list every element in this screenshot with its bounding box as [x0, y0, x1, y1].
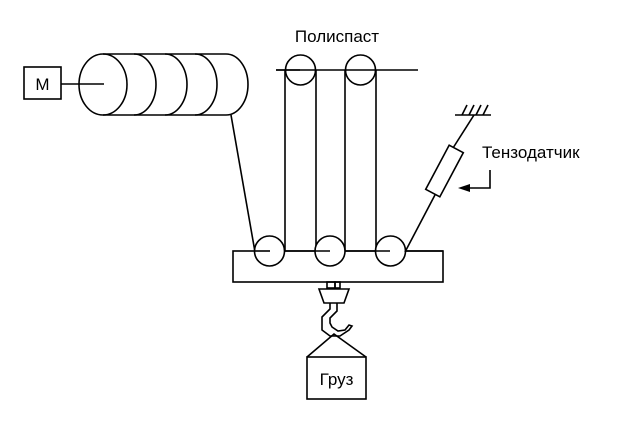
hook-mount: [326, 281, 336, 289]
bottom-pulleys: [253, 235, 443, 267]
drum-rope-turn: [133, 53, 157, 116]
motor-label: М: [35, 75, 49, 94]
drum-right-cap: [225, 53, 249, 116]
rope-to-anchor: [452, 114, 475, 149]
arrow-icon: [458, 184, 470, 192]
drum-rope-turn: [164, 53, 188, 116]
top-pulleys: [276, 54, 418, 86]
hatch: [482, 104, 489, 116]
motor: М: [23, 66, 104, 100]
pointer-line: [468, 170, 491, 189]
crane-hook: [317, 281, 354, 337]
hatch: [475, 104, 482, 116]
top-pulley: [344, 54, 377, 86]
strain-gauge: [424, 144, 465, 198]
load-sling: [306, 332, 367, 358]
hook-icon: [321, 303, 354, 337]
strain-gauge-label: Тензодатчик: [482, 143, 580, 162]
strain-gauge-body: [424, 144, 465, 198]
strain-gauge-pointer: [458, 170, 491, 192]
load-label: Груз: [320, 370, 354, 389]
fixed-anchor: [455, 104, 491, 116]
pulley-block-label: Полиспаст: [295, 27, 379, 46]
rope-to-gauge: [404, 192, 437, 253]
hook-block: [317, 288, 351, 304]
hatch: [461, 104, 468, 116]
hook-mount: [334, 281, 341, 289]
pulley-ropes: [284, 70, 377, 251]
motor-box: [23, 66, 62, 100]
load-box: [306, 356, 367, 400]
hatch: [468, 104, 475, 116]
drum-rope-turn: [194, 53, 218, 116]
drum-left-end: [78, 53, 128, 116]
rope-drum-to-block: [230, 114, 256, 253]
load: Груз: [306, 332, 367, 400]
winch-drum: [78, 53, 249, 116]
